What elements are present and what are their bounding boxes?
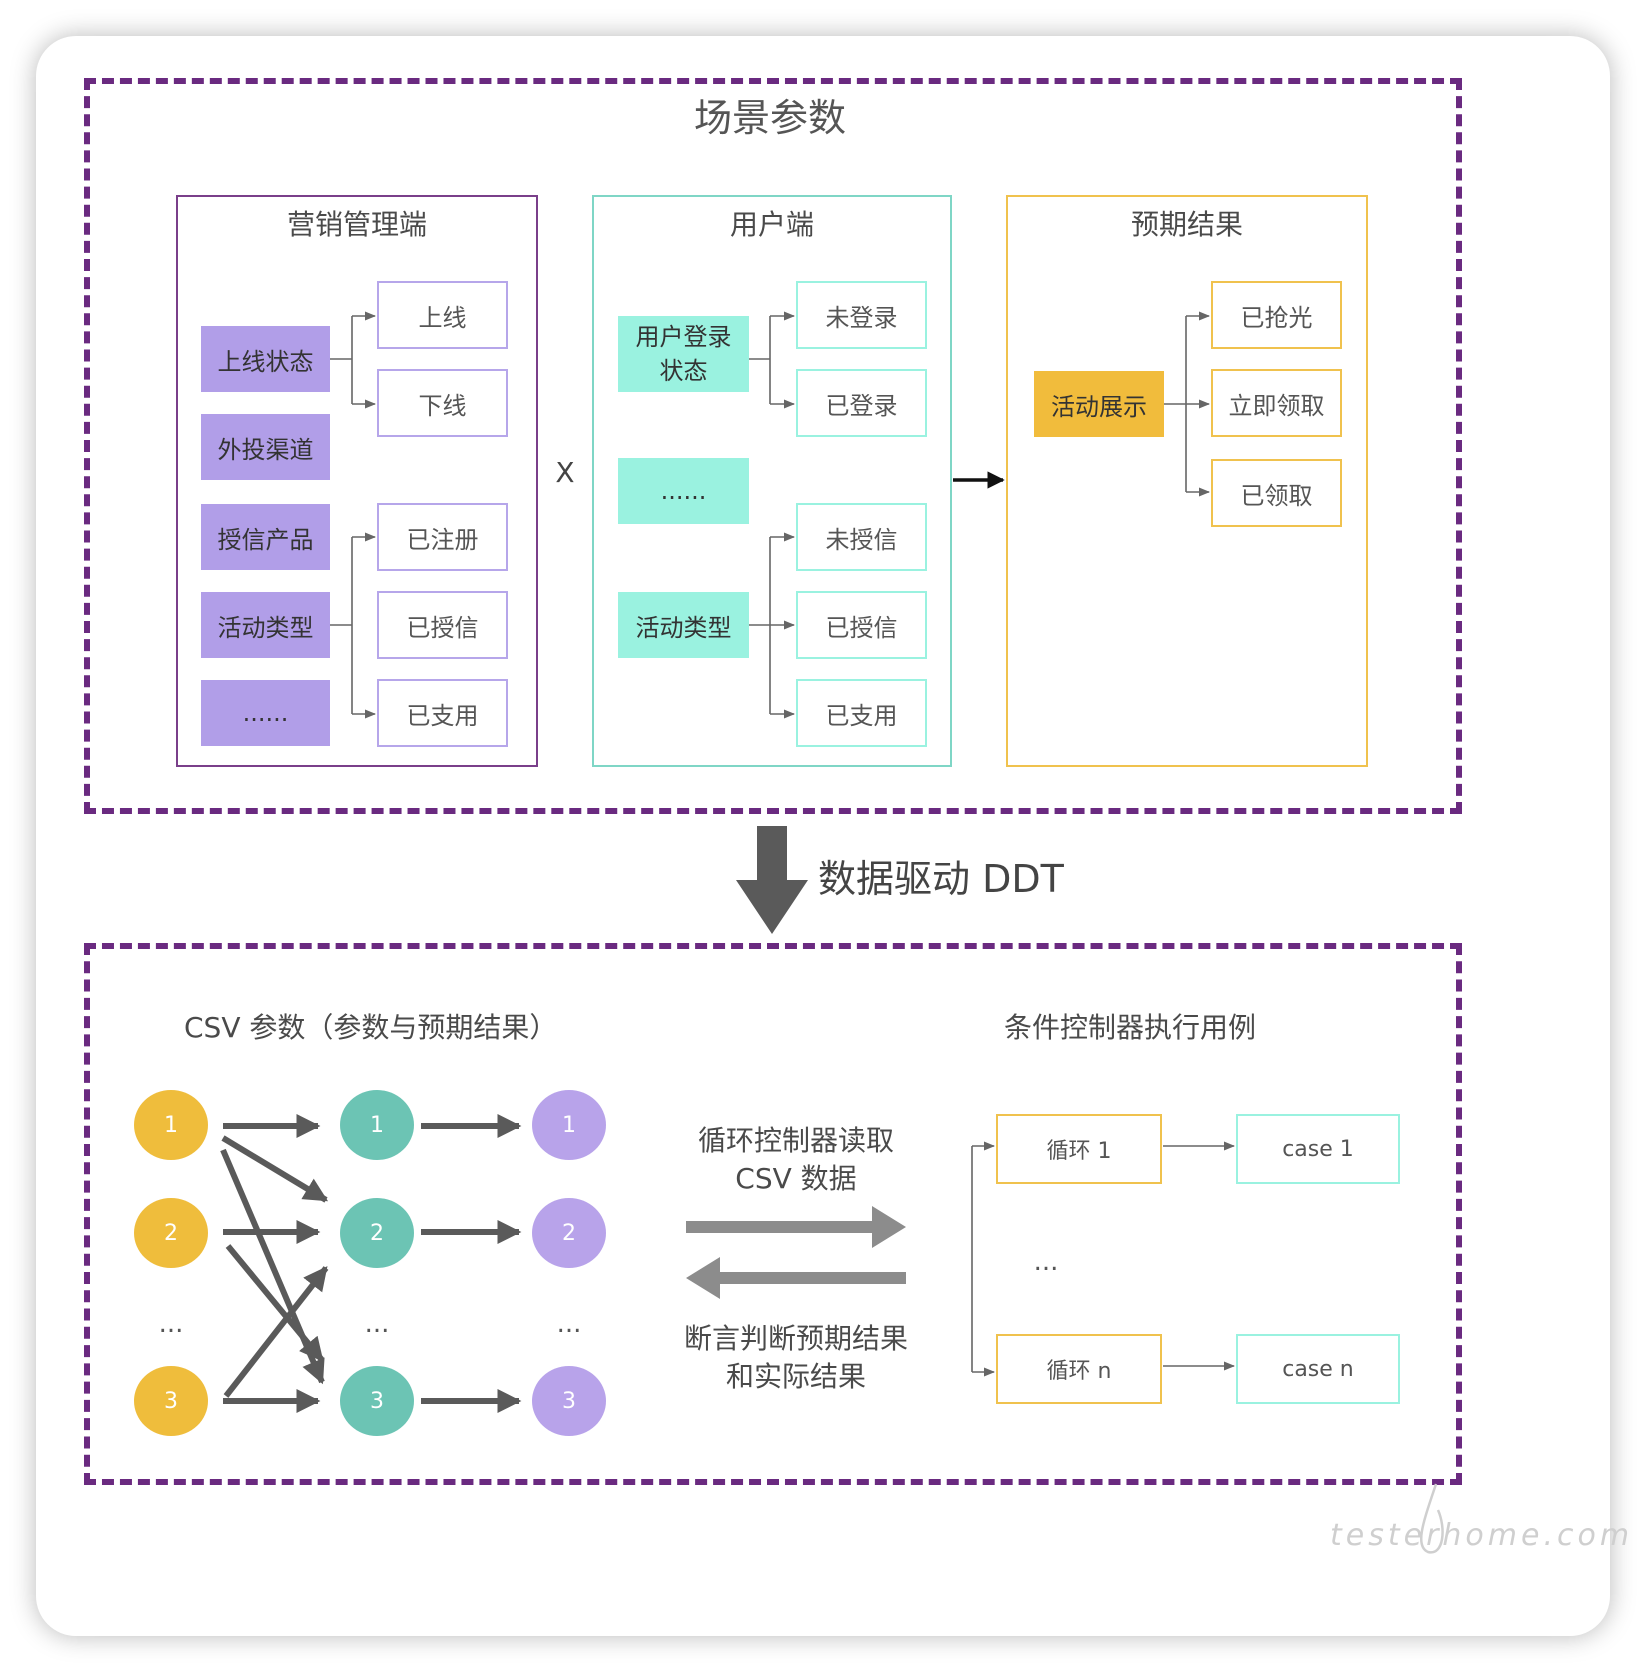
csv-row-2-expected: 2	[532, 1198, 606, 1268]
value-claim-now: 立即领取	[1211, 369, 1342, 437]
value-credited: 已授信	[377, 591, 508, 659]
param-login-state: 用户登录 状态	[618, 316, 749, 392]
ddt-label: 数据驱动 DDT	[818, 857, 1064, 901]
csv-params-title: CSV 参数（参数与预期结果）	[184, 1011, 558, 1044]
value-user-used: 已支用	[796, 679, 927, 747]
controller-connectors	[971, 1141, 1236, 1377]
loop-n: 循环 n	[996, 1334, 1162, 1404]
csv-more-a: ...	[158, 1309, 184, 1339]
csv-row-3-param-b: 3	[340, 1366, 414, 1436]
value-claimed: 已领取	[1211, 459, 1342, 527]
value-online: 上线	[377, 281, 508, 349]
value-not-logged-in: 未登录	[796, 281, 927, 349]
ddt-frame	[84, 943, 1462, 1485]
param-more: ......	[201, 680, 330, 746]
value-sold-out: 已抢光	[1211, 281, 1342, 349]
csv-row-1-expected: 1	[532, 1090, 606, 1160]
value-offline: 下线	[377, 369, 508, 437]
scenario-params-frame	[84, 78, 1462, 814]
param-user-more: ......	[618, 458, 749, 524]
marketing-connectors	[330, 311, 377, 719]
csv-row-3-param-a: 3	[134, 1366, 208, 1436]
multiply-sign: X	[555, 455, 575, 489]
user-connectors	[749, 311, 796, 719]
watermark-swash	[1420, 1483, 1444, 1554]
param-channel: 外投渠道	[201, 414, 330, 480]
assert-arrow	[686, 1257, 906, 1299]
value-registered: 已注册	[377, 503, 508, 571]
scenario-params-title: 场景参数	[693, 95, 846, 140]
read-arrow	[686, 1206, 906, 1248]
csv-mapping-arrows	[220, 1114, 522, 1413]
value-used: 已支用	[377, 679, 508, 747]
case-1: case 1	[1236, 1114, 1400, 1184]
assert-label: 断言判断预期结果 和实际结果	[683, 1322, 908, 1393]
param-activity-display: 活动展示	[1034, 371, 1164, 437]
expected-column-title: 预期结果	[1130, 208, 1243, 241]
read-csv-label: 循环控制器读取 CSV 数据	[697, 1124, 894, 1195]
loop-ellipsis: ...	[1033, 1247, 1059, 1277]
csv-row-2-param-b: 2	[340, 1198, 414, 1268]
value-logged-in: 已登录	[796, 369, 927, 437]
csv-more-expected: ...	[556, 1309, 582, 1339]
param-online-status: 上线状态	[201, 326, 330, 392]
case-n: case n	[1236, 1334, 1400, 1404]
param-activity-type: 活动类型	[201, 592, 330, 658]
csv-row-1-param-b: 1	[340, 1090, 414, 1160]
csv-row-2-param-a: 2	[134, 1198, 208, 1268]
value-user-credited: 已授信	[796, 591, 927, 659]
param-credit-product: 授信产品	[201, 504, 330, 570]
loop-1: 循环 1	[996, 1114, 1162, 1184]
ddt-down-arrow	[736, 826, 808, 934]
watermark: testerhome.com	[1330, 1518, 1634, 1553]
user-column-title: 用户端	[729, 208, 814, 241]
csv-more-b: ...	[364, 1309, 390, 1339]
csv-row-1-param-a: 1	[134, 1090, 208, 1160]
csv-row-3-expected: 3	[532, 1366, 606, 1436]
expected-connectors	[1164, 311, 1211, 497]
value-not-credited: 未授信	[796, 503, 927, 571]
marketing-column-title: 营销管理端	[286, 208, 427, 241]
controller-title: 条件控制器执行用例	[1004, 1011, 1257, 1044]
param-user-activity-type: 活动类型	[618, 592, 749, 658]
